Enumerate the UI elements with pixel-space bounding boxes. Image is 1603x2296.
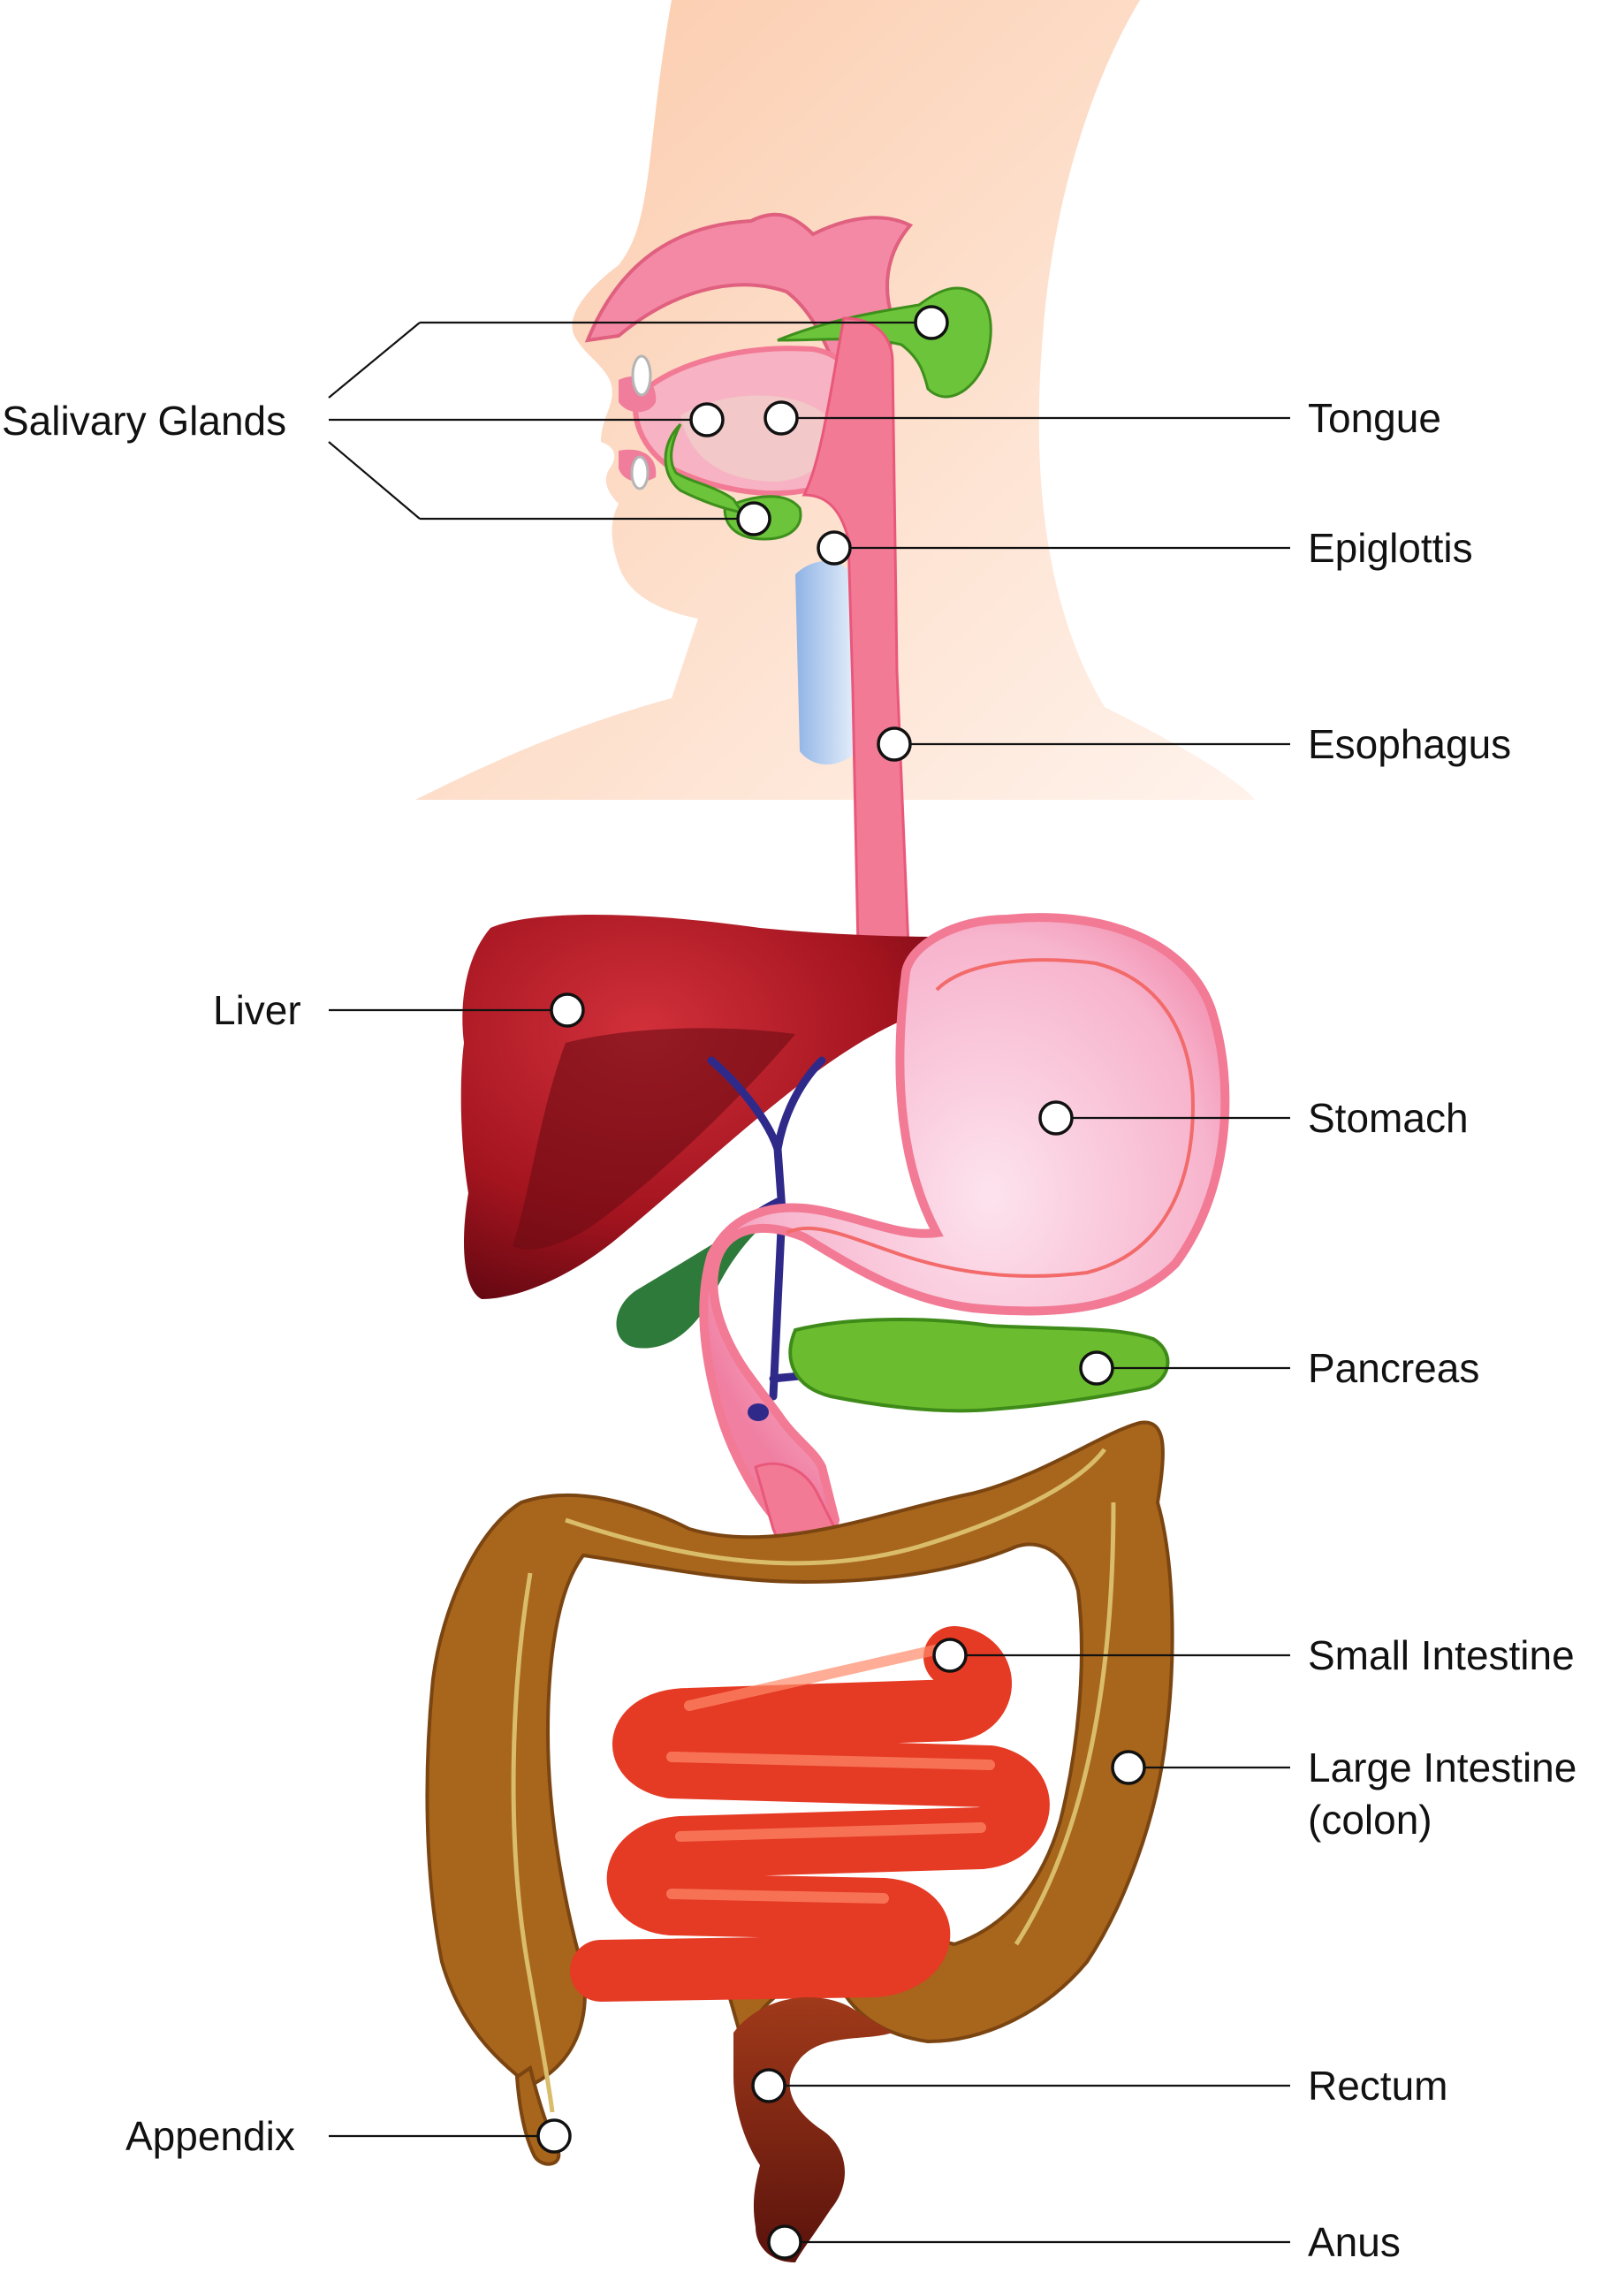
- pin-epiglottis: [817, 530, 852, 566]
- pin-pancreas: [1079, 1350, 1114, 1386]
- stomach-shape: [699, 913, 1230, 1538]
- label-anus: Anus: [1308, 2219, 1401, 2265]
- liver-shade: [513, 1028, 795, 1250]
- leader-salivary-bottom-diag: [328, 441, 421, 520]
- pin-markers: [536, 305, 1146, 2260]
- pin-large-intestine: [1111, 1750, 1146, 1785]
- leader-salivary-top-diag: [328, 322, 421, 399]
- teeth-lower: [630, 455, 650, 490]
- pin-rectum: [751, 2068, 786, 2103]
- small-intestine-highlight: [666, 1640, 995, 1904]
- nasal-passage: [584, 212, 914, 531]
- label-pancreas: Pancreas: [1308, 1345, 1479, 1391]
- small-intestine-shape: [570, 1626, 1050, 2002]
- label-salivary-glands: Salivary Glands: [2, 398, 286, 444]
- bile-duct: [707, 1056, 1109, 1401]
- label-epiglottis: Epiglottis: [1308, 525, 1473, 571]
- label-stomach: Stomach: [1308, 1095, 1469, 1141]
- label-large-intestine: Large Intestine: [1308, 1745, 1576, 1790]
- pin-esophagus: [877, 726, 912, 762]
- trachea: [795, 561, 857, 764]
- pin-sublingual: [689, 402, 725, 437]
- pin-tongue: [764, 400, 799, 436]
- pancreas-shape: [788, 1318, 1170, 1413]
- label-large-intestine-colon: (colon): [1308, 1797, 1432, 1843]
- gallbladder: [616, 1220, 760, 1349]
- label-rectum: Rectum: [1308, 2063, 1447, 2109]
- labels: Salivary Glands Tongue Epiglottis Esopha…: [2, 395, 1576, 2265]
- pin-liver: [550, 992, 585, 1028]
- label-small-intestine: Small Intestine: [1308, 1632, 1575, 1678]
- pin-appendix: [536, 2118, 572, 2154]
- sphincter-marker: [748, 1403, 769, 1421]
- leader-lines: [328, 321, 1290, 2244]
- pin-submandibular: [736, 501, 771, 536]
- label-esophagus: Esophagus: [1308, 721, 1511, 767]
- teeth: [631, 354, 652, 397]
- stomach-inner-line: [786, 958, 1196, 1278]
- label-tongue: Tongue: [1308, 395, 1441, 441]
- pin-stomach: [1038, 1100, 1074, 1136]
- label-liver: Liver: [213, 987, 301, 1033]
- pin-small-intestine: [932, 1638, 968, 1673]
- anatomy-artwork: [415, 0, 1255, 2262]
- lips: [619, 376, 657, 483]
- label-appendix: Appendix: [125, 2113, 295, 2159]
- rectum-shape: [733, 1997, 893, 2262]
- pin-parotid: [914, 305, 949, 340]
- colon-band: [511, 1448, 1116, 2113]
- pin-anus: [767, 2224, 802, 2260]
